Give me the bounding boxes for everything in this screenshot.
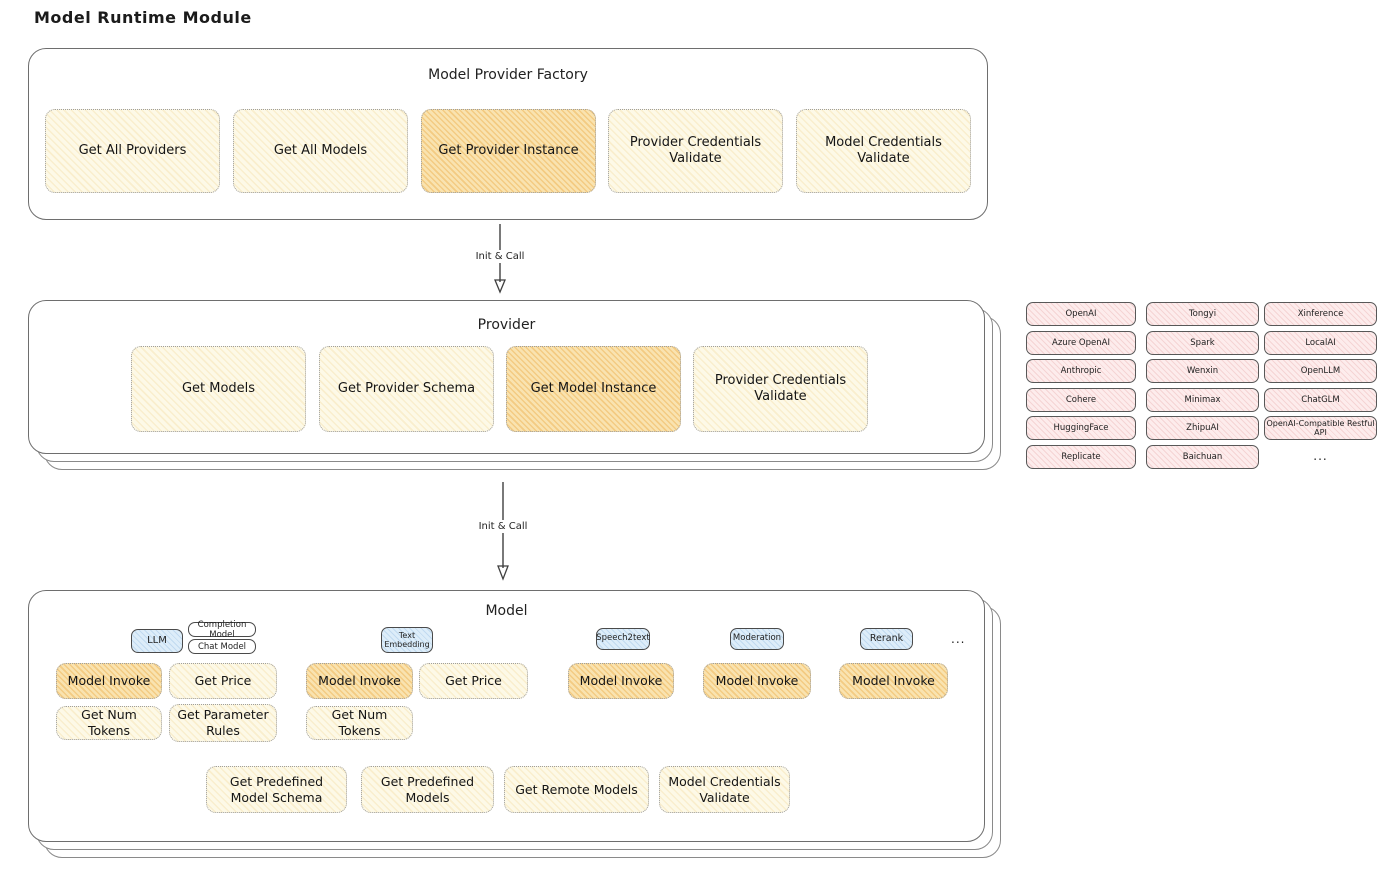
- tab-llm: LLM: [131, 629, 183, 653]
- model-get-remote-models: Get Remote Models: [504, 766, 649, 813]
- provider-title: Provider: [477, 317, 536, 333]
- factory-container: Model Provider Factory Get All Providers…: [28, 48, 988, 220]
- llm-get-parameter-rules: Get Parameter Rules: [169, 704, 277, 742]
- model-container: Model LLM Completion Model Chat Model Te…: [28, 590, 985, 842]
- provider-box-provider-credentials-validate: Provider Credentials Validate: [693, 346, 868, 432]
- provider-pill-localai: LocalAI: [1264, 331, 1377, 355]
- tab-chat-model: Chat Model: [188, 639, 256, 654]
- embedding-get-price: Get Price: [419, 663, 528, 699]
- rerank-model-invoke: Model Invoke: [839, 663, 948, 699]
- factory-box-get-provider-instance: Get Provider Instance: [421, 109, 596, 193]
- provider-pill-chatglm: ChatGLM: [1264, 388, 1377, 412]
- provider-pill-openai-compatible: OpenAI-Compatible Restful API: [1264, 416, 1377, 440]
- model-title: Model: [485, 603, 528, 619]
- model-get-predefined-model-schema: Get Predefined Model Schema: [206, 766, 347, 813]
- arrow-label-init-call-2: Init & Call: [460, 520, 546, 533]
- provider-pill-cohere: Cohere: [1026, 388, 1136, 412]
- tab-rerank: Rerank: [860, 628, 913, 650]
- provider-pill-zhipuai: ZhipuAI: [1146, 416, 1259, 440]
- factory-box-provider-credentials-validate: Provider Credentials Validate: [608, 109, 783, 193]
- provider-box-get-provider-schema: Get Provider Schema: [319, 346, 494, 432]
- provider-pill-openai: OpenAI: [1026, 302, 1136, 326]
- tab-moderation: Moderation: [730, 628, 784, 650]
- embedding-model-invoke: Model Invoke: [306, 663, 413, 699]
- provider-container: Provider Get Models Get Provider Schema …: [28, 300, 985, 454]
- model-get-predefined-models: Get Predefined Models: [361, 766, 494, 813]
- provider-pill-minimax: Minimax: [1146, 388, 1259, 412]
- provider-box-get-models: Get Models: [131, 346, 306, 432]
- speech2text-model-invoke: Model Invoke: [568, 663, 674, 699]
- llm-get-price: Get Price: [169, 663, 277, 699]
- factory-box-get-all-models: Get All Models: [233, 109, 408, 193]
- provider-box-get-model-instance: Get Model Instance: [506, 346, 681, 432]
- factory-box-get-all-providers: Get All Providers: [45, 109, 220, 193]
- llm-model-invoke: Model Invoke: [56, 663, 162, 699]
- llm-get-num-tokens: Get Num Tokens: [56, 706, 162, 740]
- provider-pill-more: ...: [1313, 449, 1328, 463]
- moderation-model-invoke: Model Invoke: [703, 663, 811, 699]
- provider-pill-openllm: OpenLLM: [1264, 359, 1377, 383]
- provider-pill-tongyi: Tongyi: [1146, 302, 1259, 326]
- factory-title: Model Provider Factory: [428, 67, 588, 83]
- provider-pill-wenxin: Wenxin: [1146, 359, 1259, 383]
- provider-pill-azure-openai: Azure OpenAI: [1026, 331, 1136, 355]
- provider-pill-replicate: Replicate: [1026, 445, 1136, 469]
- tab-text-embedding: Text Embedding: [381, 627, 433, 653]
- provider-pill-huggingface: HuggingFace: [1026, 416, 1136, 440]
- tab-speech2text: Speech2text: [596, 628, 650, 650]
- provider-pill-anthropic: Anthropic: [1026, 359, 1136, 383]
- page-title: Model Runtime Module: [34, 8, 252, 27]
- tab-completion-model: Completion Model: [188, 620, 256, 640]
- model-model-credentials-validate: Model Credentials Validate: [659, 766, 790, 813]
- factory-box-model-credentials-validate: Model Credentials Validate: [796, 109, 971, 193]
- provider-pill-xinference: Xinference: [1264, 302, 1377, 326]
- embedding-get-num-tokens: Get Num Tokens: [306, 706, 413, 740]
- provider-pill-spark: Spark: [1146, 331, 1259, 355]
- arrow-label-init-call-1: Init & Call: [457, 250, 543, 263]
- provider-pill-baichuan: Baichuan: [1146, 445, 1259, 469]
- tab-more: ...: [951, 632, 966, 646]
